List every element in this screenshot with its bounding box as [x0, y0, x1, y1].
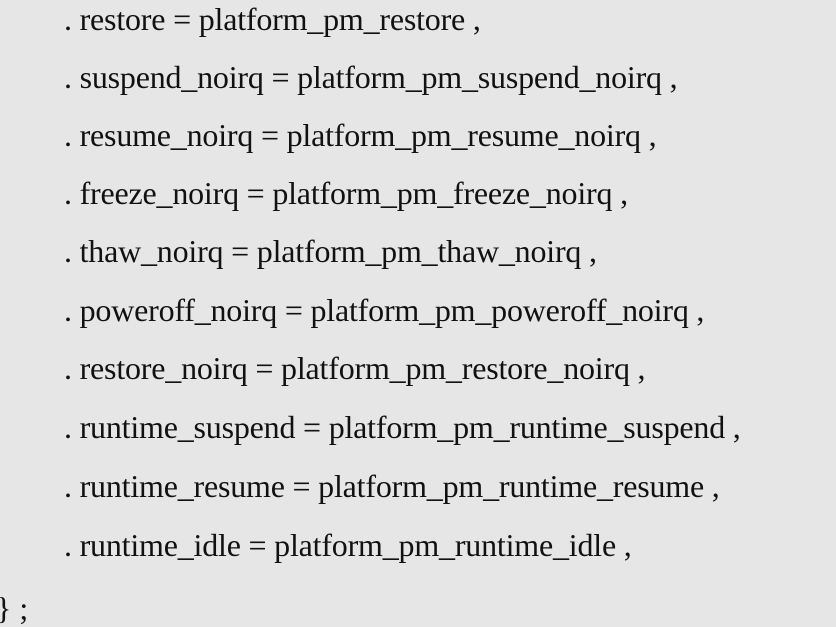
code-line-thaw-noirq: . thaw_noirq = platform_pm_thaw_noirq , [64, 233, 597, 269]
code-line-poweroff-noirq: . poweroff_noirq = platform_pm_poweroff_… [64, 292, 705, 328]
closing-brace: } ; [0, 590, 29, 626]
code-line-restore-noirq: . restore_noirq = platform_pm_restore_no… [64, 350, 646, 386]
code-line-runtime-resume: . runtime_resume = platform_pm_runtime_r… [64, 468, 720, 504]
code-line-runtime-suspend: . runtime_suspend = platform_pm_runtime_… [64, 409, 741, 445]
code-line-freeze-noirq: . freeze_noirq = platform_pm_freeze_noir… [64, 175, 628, 211]
code-line-resume-noirq: . resume_noirq = platform_pm_resume_noir… [64, 117, 657, 153]
code-line-suspend-noirq: . suspend_noirq = platform_pm_suspend_no… [64, 59, 678, 95]
code-line-runtime-idle: . runtime_idle = platform_pm_runtime_idl… [64, 527, 632, 563]
code-line-restore: . restore = platform_pm_restore , [64, 1, 481, 37]
